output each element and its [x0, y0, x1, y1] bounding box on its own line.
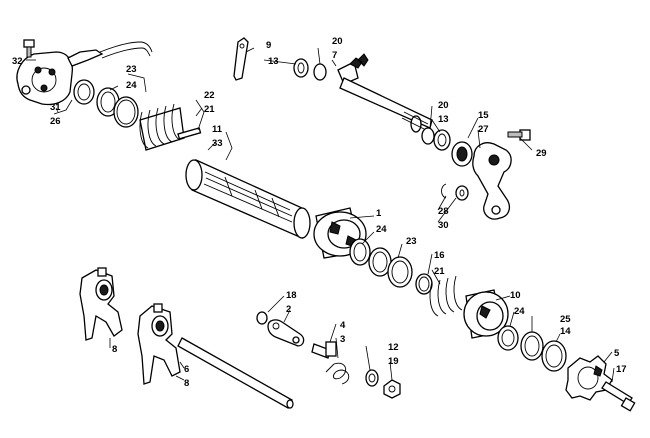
- washers-24-25-14: [497, 325, 567, 372]
- callout-32: 32: [12, 56, 23, 67]
- callout-1: 1: [376, 208, 382, 219]
- callout-15: 15: [478, 110, 489, 121]
- bolt-32: [23, 39, 35, 58]
- stopper-arm-2: [267, 319, 305, 347]
- leader-lines: [26, 47, 615, 383]
- callout-21-mid: 21: [434, 266, 445, 277]
- callout-5: 5: [614, 348, 620, 359]
- washer-18: [256, 311, 268, 325]
- callout-23-mid: 23: [406, 236, 417, 247]
- circlip-20-right: [421, 127, 435, 145]
- seal-15: [451, 141, 473, 167]
- spring-21-top: [139, 103, 185, 151]
- shift-lever-27: [472, 142, 512, 220]
- callout-12: 12: [388, 342, 399, 353]
- callout-20-right: 20: [438, 100, 449, 111]
- callout-9: 9: [266, 40, 271, 51]
- shift-drum-cover-assembly: [16, 41, 153, 106]
- callout-23-top: 23: [126, 64, 137, 75]
- callout-28: 28: [438, 206, 449, 217]
- pin-9: [233, 37, 249, 81]
- callout-13-right: 13: [438, 114, 449, 125]
- o-ring-26: [73, 79, 95, 105]
- spring-21-mid: [429, 275, 463, 317]
- clip-28: [441, 183, 447, 199]
- callout-24-mid: 24: [376, 224, 387, 235]
- circlip-16: [415, 273, 433, 295]
- shift-drum-11: [185, 159, 311, 239]
- callout-18: 18: [286, 290, 297, 301]
- index-cam-10: [463, 289, 509, 339]
- callout-21-top: 21: [204, 104, 215, 115]
- callout-11: 11: [212, 124, 223, 135]
- callout-33: 33: [212, 138, 223, 149]
- callout-30: 30: [438, 220, 449, 231]
- callout-24-top: 24: [126, 80, 137, 91]
- callout-31: 31: [50, 102, 61, 113]
- washer-12: [365, 369, 379, 387]
- washers-24-23-mid: [349, 238, 413, 288]
- callout-6: 6: [184, 364, 189, 375]
- callout-25: 25: [560, 314, 571, 325]
- callout-29: 29: [536, 148, 547, 159]
- spring-3: [325, 362, 350, 385]
- callout-2: 2: [286, 304, 291, 315]
- callout-4: 4: [340, 320, 346, 331]
- callout-22: 22: [204, 90, 215, 101]
- shift-shaft-7: [337, 53, 433, 133]
- bolt-17: [601, 381, 636, 412]
- bolt-4: [311, 341, 337, 359]
- bolt-29: [507, 129, 531, 141]
- callout-17: 17: [616, 364, 627, 375]
- callout-26: 26: [50, 116, 61, 127]
- callout-13-top: 13: [268, 56, 279, 67]
- callout-10: 10: [510, 290, 521, 301]
- callout-20-top: 20: [332, 36, 343, 47]
- callout-19: 19: [388, 356, 399, 367]
- callout-24-right: 24: [514, 306, 525, 317]
- callout-3: 3: [340, 334, 345, 345]
- callout-16: 16: [434, 250, 445, 261]
- callout-27: 27: [478, 124, 489, 135]
- callout-8-left: 8: [112, 344, 117, 355]
- callout-8-right: 8: [184, 378, 189, 389]
- circlip-20-top: [313, 63, 327, 81]
- star-wheel-5: [565, 355, 613, 401]
- washer-30: [455, 185, 469, 201]
- callout-14: 14: [560, 326, 571, 337]
- washer-13-top: [293, 58, 309, 78]
- washer-23-top: [113, 96, 139, 128]
- pin-22: [177, 127, 202, 140]
- shift-fork-8-left: [79, 267, 123, 341]
- shift-fork-8-right: [137, 303, 181, 385]
- washer-13-right: [433, 129, 451, 151]
- callout-labels: 1 2 3 4 5 6 7 8 8 9 10 11 12 13 13 14 15…: [12, 36, 627, 389]
- callout-7: 7: [332, 50, 337, 61]
- nut-19: [383, 379, 401, 399]
- fork-rod-6: [177, 337, 294, 409]
